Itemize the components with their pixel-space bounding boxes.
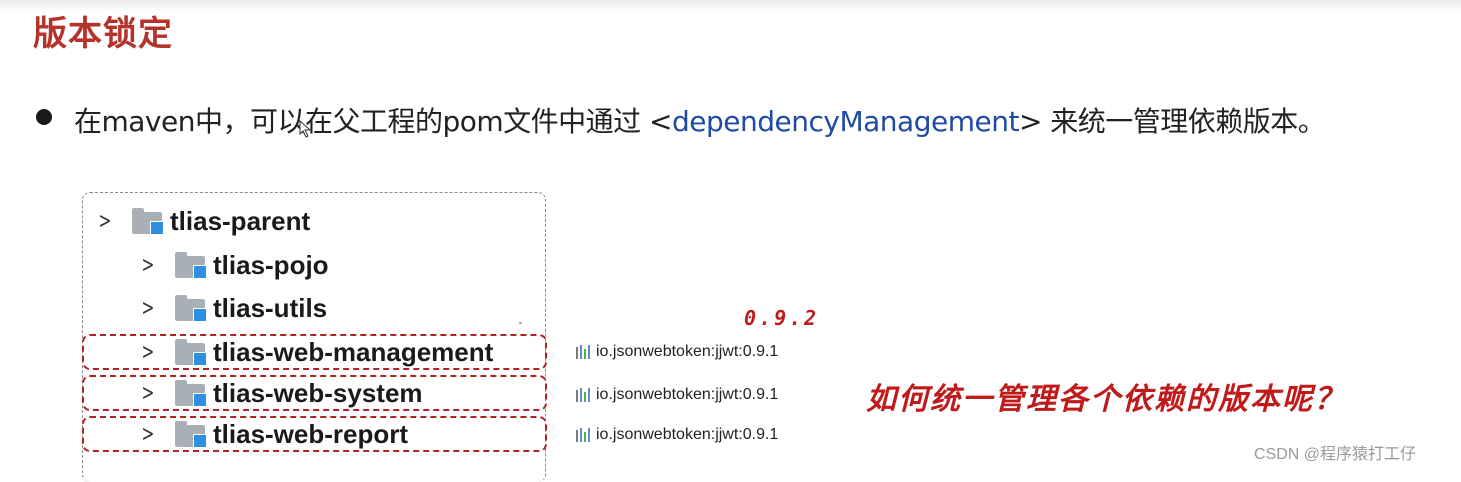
tree-item-label: tlias-pojo	[213, 249, 329, 280]
tree-item-label: tlias-web-management	[213, 336, 494, 367]
bullet-text: 在maven中，可以在父工程的pom文件中通过 <dependencyManag…	[74, 100, 1326, 140]
highlight-box-web-report	[82, 416, 547, 452]
library-icon	[576, 388, 590, 402]
bullet-tag: dependencyManagement	[672, 105, 1019, 138]
module-folder-icon	[175, 380, 207, 407]
tree-item-tlias-web-system[interactable]: > tlias-web-system	[137, 375, 423, 411]
bullet-prefix: 在maven中，可以在父工程的pom文件中通过 <	[74, 105, 673, 138]
module-folder-icon	[175, 295, 207, 322]
chevron-right-icon[interactable]: >	[98, 208, 112, 234]
highlight-box-web-management	[82, 334, 547, 370]
watermark: CSDN @程序猿打工仔	[1254, 446, 1417, 463]
mouse-cursor-icon	[299, 120, 312, 138]
tree-item-tlias-web-management[interactable]: > tlias-web-management	[137, 334, 494, 370]
dependency-label: io.jsonwebtoken:jjwt:0.9.1	[596, 386, 779, 403]
divider-dot	[519, 322, 522, 324]
dependency-label: io.jsonwebtoken:jjwt:0.9.1	[596, 343, 779, 360]
chevron-right-icon[interactable]: >	[141, 339, 155, 365]
version-annotation: 0.9.2	[744, 306, 820, 330]
chevron-right-icon[interactable]: >	[141, 295, 155, 321]
highlight-box-web-system	[82, 375, 547, 411]
dependency-row: io.jsonwebtoken:jjwt:0.9.1	[576, 386, 778, 404]
bullet-dot	[36, 109, 52, 125]
chevron-right-icon[interactable]: >	[141, 380, 155, 406]
tree-item-tlias-pojo[interactable]: > tlias-pojo	[137, 247, 329, 283]
module-folder-icon	[175, 252, 207, 279]
tree-item-label: tlias-utils	[213, 292, 328, 323]
tree-item-label: tlias-web-report	[213, 418, 409, 449]
chevron-right-icon[interactable]: >	[141, 421, 155, 447]
question-annotation: 如何统一管理各个依赖的版本呢？	[866, 382, 1346, 417]
library-icon	[576, 345, 590, 359]
dependency-label: io.jsonwebtoken:jjwt:0.9.1	[596, 426, 779, 443]
module-folder-icon	[175, 421, 207, 448]
tree-item-tlias-web-report[interactable]: > tlias-web-report	[137, 416, 408, 452]
chevron-right-icon[interactable]: >	[141, 252, 155, 278]
module-folder-icon	[175, 339, 207, 366]
tree-item-tlias-utils[interactable]: > tlias-utils	[137, 290, 328, 326]
dependency-row: io.jsonwebtoken:jjwt:0.9.1	[576, 343, 778, 361]
tree-item-label: tlias-parent	[170, 205, 311, 236]
tree-item-label: tlias-web-system	[213, 377, 423, 408]
module-folder-icon	[132, 208, 164, 235]
dependency-row: io.jsonwebtoken:jjwt:0.9.1	[576, 426, 778, 444]
tree-item-tlias-parent[interactable]: > tlias-parent	[94, 203, 311, 239]
library-icon	[576, 428, 590, 442]
bullet-suffix: > 来统一管理依赖版本。	[1018, 105, 1326, 138]
top-bar	[0, 0, 1461, 12]
slide-title: 版本锁定	[33, 14, 173, 54]
